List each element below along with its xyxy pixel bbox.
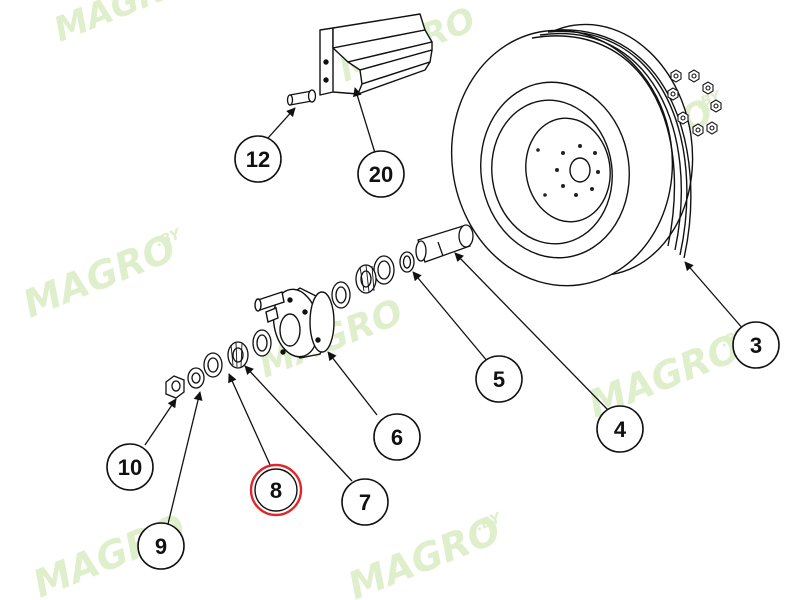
callouts: 12 20 3 5 4 6 10 8 [106,135,780,570]
mounting-bracket [319,13,433,96]
wheel-hub [254,287,335,359]
callout-label: 8 [270,478,282,503]
callout-3[interactable]: 3 [732,321,780,369]
callout-circle [357,150,405,198]
outer-bearing-cup [252,329,272,357]
callout-circle [475,355,523,403]
callout-12[interactable]: 12 [234,135,282,183]
outer-bearing-cone [227,341,249,369]
callout-circle [341,478,389,526]
inner-bearing-cup [331,255,395,309]
callout-circle [373,413,421,461]
callout-8[interactable]: 8 [249,463,303,517]
callout-20[interactable]: 20 [357,150,405,198]
callout-7[interactable]: 7 [341,478,389,526]
callout-label: 9 [155,534,167,559]
bolt [286,89,317,106]
callout-circle [596,405,644,453]
callout-circle [106,443,154,491]
callout-label: 3 [750,333,762,358]
watermark: MAGRO [48,0,196,50]
tire-wheel [450,23,694,287]
callout-circle [254,468,298,512]
watermark: MAGRO .BY [17,226,185,327]
castle-nut [165,375,185,399]
callout-circle [234,135,282,183]
washer [187,352,223,389]
callout-4[interactable]: 4 [596,405,644,453]
callout-9[interactable]: 9 [137,522,185,570]
callout-label: 10 [118,455,142,480]
callout-label: 4 [614,417,627,442]
callout-label: 6 [391,425,403,450]
spindle-axle [415,224,474,263]
callout-circle [137,522,185,570]
lug-nuts [667,69,722,137]
callout-label: 20 [369,162,393,187]
callout-label: 12 [246,147,270,172]
callout-circle [732,321,780,369]
svg-text:MAGRO: MAGRO [48,0,196,50]
callout-label: 5 [493,367,505,392]
callout-5[interactable]: 5 [475,355,523,403]
inner-bearing-cone [399,251,415,273]
callout-6[interactable]: 6 [373,413,421,461]
leader-lines [144,87,745,525]
callout-label: 7 [359,490,371,515]
callout-10[interactable]: 10 [106,443,154,491]
